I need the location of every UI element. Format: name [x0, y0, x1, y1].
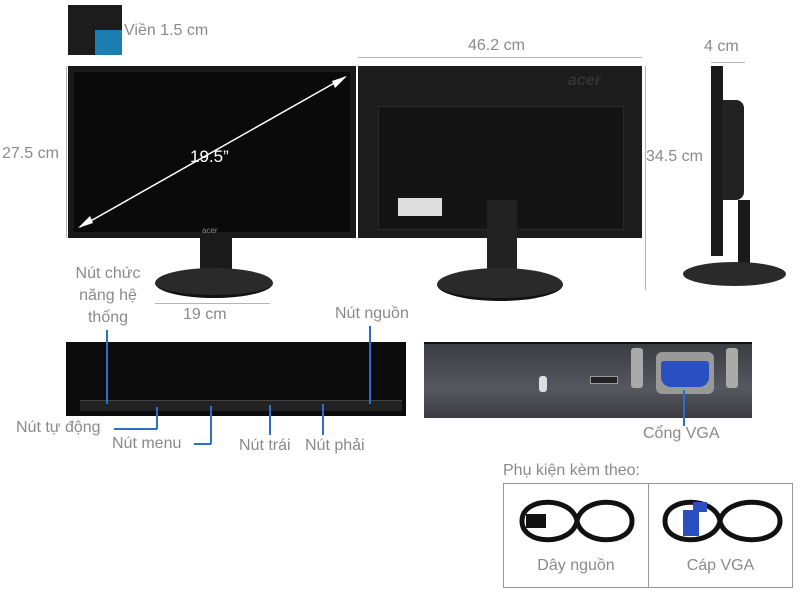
diagonal-arrow — [78, 76, 347, 228]
right-button-label: Nút phải — [305, 437, 365, 454]
button-strip-photo — [66, 342, 406, 416]
power-button-label: Nút nguồn — [335, 305, 409, 322]
button-row — [80, 400, 402, 411]
vga-port-icon — [656, 352, 714, 394]
back-height-line — [645, 66, 646, 290]
side-stand — [738, 200, 750, 265]
left-button-pointer — [269, 405, 271, 435]
power-cable-icon — [519, 499, 635, 543]
accessory-power-cable: Dây nguồn — [504, 484, 649, 587]
bezel-swatch — [68, 5, 122, 55]
auto-button-pointer-h — [114, 428, 157, 430]
side-panel — [711, 66, 723, 256]
front-stand-base — [155, 268, 273, 298]
accessories-box: Dây nguồn Cáp VGA — [503, 483, 793, 588]
back-stand-base — [437, 268, 563, 301]
slot — [590, 376, 618, 384]
side-base — [683, 262, 786, 286]
menu-button-pointer-h — [194, 443, 211, 445]
vga-pointer — [683, 390, 685, 426]
menu-button-pointer-v — [210, 406, 212, 444]
back-width-label: 46.2 cm — [468, 37, 525, 54]
accessories-title: Phụ kiện kèm theo: — [503, 462, 640, 479]
side-depth-line — [711, 62, 745, 63]
back-height-label: 34.5 cm — [646, 148, 703, 165]
auto-button-pointer-v — [156, 407, 158, 429]
vga-cable-icon — [662, 499, 783, 543]
system-button-label: Nút chức năng hệ thống — [75, 265, 141, 326]
side-back-bulge — [722, 100, 744, 200]
base-width-label: 19 cm — [183, 306, 227, 323]
vga-connector — [661, 361, 709, 387]
menu-button-label: Nút menu — [112, 435, 182, 452]
bezel-label: Viền 1.5 cm — [124, 22, 209, 39]
accessory-vga-cable: Cáp VGA — [649, 484, 792, 587]
vga-label: Cổng VGA — [643, 425, 720, 442]
right-button-pointer — [322, 404, 324, 435]
front-monitor: acer — [68, 66, 356, 238]
screw — [726, 348, 738, 388]
left-button-label: Nút trái — [239, 437, 291, 454]
side-depth-label: 4 cm — [704, 38, 739, 55]
screw — [631, 348, 643, 388]
base-width-line — [155, 303, 270, 304]
back-logo: acer — [568, 72, 601, 89]
diagonal-label: 19.5” — [190, 147, 229, 166]
bezel-highlight — [95, 30, 122, 55]
front-height-line — [66, 66, 67, 238]
back-stand-neck — [487, 200, 517, 275]
back-width-line — [358, 57, 642, 58]
power-button-pointer — [369, 326, 371, 404]
port-panel-photo — [424, 342, 752, 418]
system-button-pointer — [106, 330, 108, 404]
front-logo: acer — [202, 226, 218, 235]
accessory-label: Cáp VGA — [686, 557, 755, 574]
slot — [539, 376, 547, 392]
front-height-label: 27.5 cm — [2, 145, 59, 162]
auto-button-label: Nút tự động — [16, 419, 101, 436]
accessory-label: Dây nguồn — [537, 557, 615, 574]
back-label-sticker — [398, 198, 442, 216]
